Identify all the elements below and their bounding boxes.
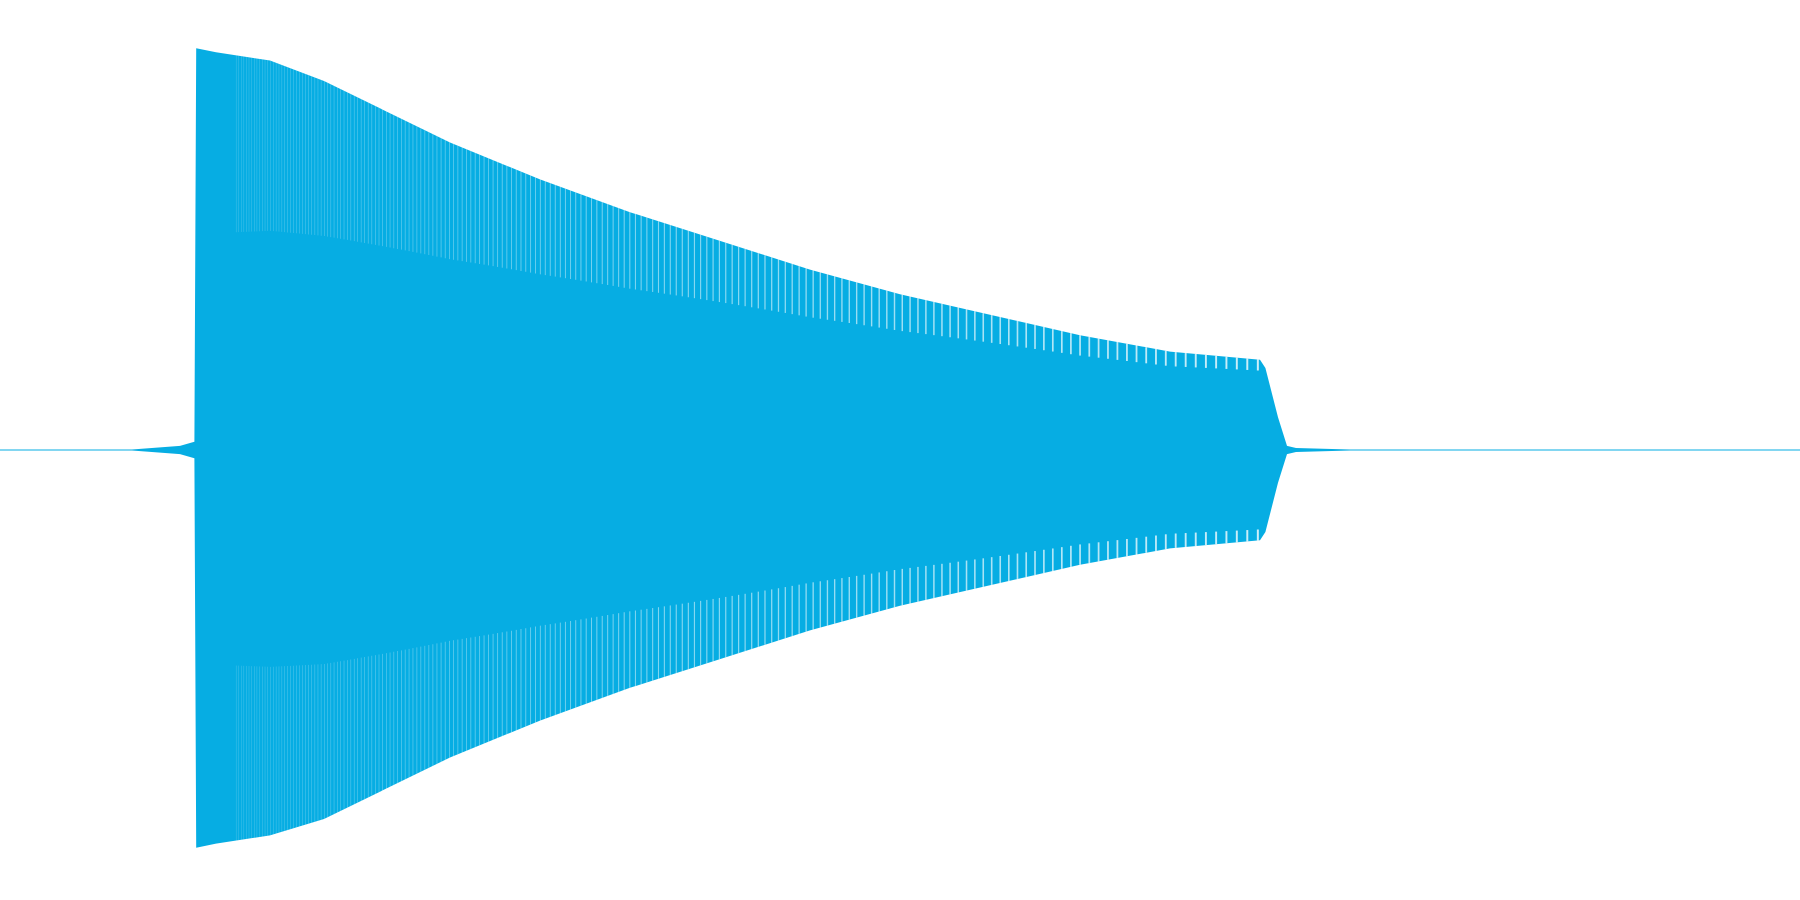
waveform-envelope — [0, 48, 1800, 848]
waveform-cycles — [235, 55, 1259, 841]
